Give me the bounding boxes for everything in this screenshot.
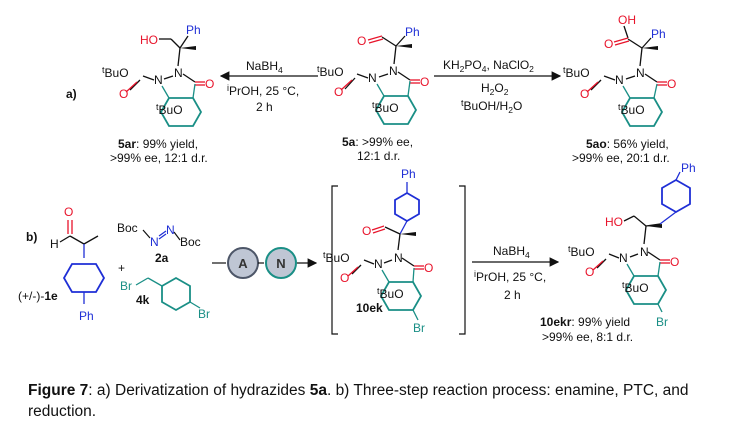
atom-o: O [340,271,349,285]
atom-o: O [585,265,594,279]
atom-o: O [205,77,214,91]
atom-br: Br [120,279,132,293]
solvent-tbuoh-h2o: tBuOH/H2O [461,98,522,115]
atom-n: N [640,245,649,259]
atom-o: O [424,261,433,275]
compound-5a: O Ph N N tBuO O O tBuO 5a: >99% ee, 12:1… [317,25,429,163]
atom-n: N [636,66,645,80]
atom-n: N [394,251,403,265]
tbuo-group: tBuO [323,250,350,265]
plus-sign: + [118,261,125,275]
bracket-right [459,185,466,335]
atom-n: N [174,66,183,80]
reagent-h2o2: H2O2 [481,81,509,97]
tbuo-group: tBuO [156,102,183,117]
arrow-reduction-a: NaBH4 iPrOH, 25 °C, 2 h [219,59,318,114]
atom-ph: Ph [681,161,696,175]
compound-5ar: HO Ph N N tBuO O O tBuO 5ar: 99% yield, … [102,23,214,165]
atom-br: Br [413,321,425,335]
part-b-label: b) [26,230,37,244]
atom-ph: Ph [186,23,201,37]
bracket-left [331,185,338,335]
atom-n: N [615,73,624,87]
tbuo-group: tBuO [618,102,645,117]
compound-label-4k: 4k [136,293,150,307]
compound-label-5ao: 5ao: 56% yield, [586,137,669,151]
figure-caption: Figure 7: a) Derivatization of hydrazide… [28,380,718,422]
atom-o: O [604,37,613,51]
caption-part1: : a) Derivatization of hydrazides [88,382,310,399]
tbuo-group: tBuO [622,280,649,295]
condition-line-1: iPrOH, 25 °C, [474,269,546,284]
atom-o: O [64,205,73,219]
atom-ho: HO [605,215,623,229]
atom-br: Br [656,315,668,329]
compound-label-10ekr: 10ekr: 99% yield [540,315,630,329]
atom-h: H [50,237,59,251]
atom-n: N [150,235,159,249]
circle-n-label: N [276,256,285,271]
caption-lead: Figure 7 [28,382,89,399]
condition-line-1: iPrOH, 25 °C, [227,83,299,98]
boc-left: Boc [117,221,138,235]
boc-right: Boc [180,235,201,249]
catalyst-circles: A N [212,247,318,279]
compound-desc-10ekr: >99% ee, 8:1 d.r. [542,330,633,344]
atom-o: O [119,87,128,101]
circle-a-label: A [238,256,248,271]
reagent-nabh4: NaBH4 [246,59,283,75]
compound-label-1e: (+/-)-1e [18,289,58,303]
compound-desc-5a: 12:1 d.r. [357,149,400,163]
atom-n: N [374,257,383,271]
part-a-label: a) [66,87,77,101]
atom-o: O [334,85,343,99]
tbuo-group: tBuO [372,100,399,115]
condition-line-2: 2 h [504,288,521,302]
tbuo-group: tBuO [563,65,590,80]
compound-10ek: Ph O N N tBuO O O tBuO Br 10ek [323,167,433,335]
reagent-nabh4: NaBH4 [493,244,530,260]
compound-desc-5ao: >99% ee, 20:1 d.r. [572,151,670,165]
atom-n: N [389,64,398,78]
atom-oh: OH [618,13,636,27]
compound-2a: Boc N N Boc 2a [117,221,201,265]
atom-ph: Ph [651,27,666,41]
atom-o: O [667,77,676,91]
atom-ph: Ph [401,167,416,181]
tbuo-group: tBuO [317,64,344,79]
arrow-reduction-b: NaBH4 iPrOH, 25 °C, 2 h [472,244,560,302]
reaction-scheme: a) O Ph N N tBuO O O tBuO 5a: >99% ee, [18,13,696,344]
atom-ph: Ph [405,25,420,39]
compound-label-5ar: 5ar: 99% yield, [118,137,198,151]
compound-label-2a: 2a [155,251,169,265]
caption-part2: . b) Three-step reaction process: enamin… [28,382,689,420]
atom-n: N [619,251,628,265]
atom-n: N [166,223,175,237]
atom-o: O [580,87,589,101]
atom-n: N [368,71,377,85]
compound-1e: O H Ph (+/-)-1e [18,205,106,323]
tbuo-group: tBuO [568,244,595,259]
arrow-oxidation-a: KH2PO4, NaClO2 H2O2 tBuOH/H2O [434,58,562,115]
atom-o: O [420,75,429,89]
compound-5ao: OH O Ph N N tBuO O O tBuO 5ao: 56% yield… [563,13,676,165]
compound-label-10ek: 10ek [356,301,383,315]
tbuo-group: tBuO [102,65,129,80]
atom-o: O [357,34,366,48]
compound-desc-5ar: >99% ee, 12:1 d.r. [110,151,208,165]
compound-10ekr: Ph HO N N tBuO O O tBuO Br 10ekr: 99% yi… [540,161,696,344]
compound-4k: Br Br 4k [120,276,210,321]
reagent-kh2po4-naclo2: KH2PO4, NaClO2 [443,58,534,74]
atom-n: N [154,73,163,87]
condition-line-2: 2 h [256,100,273,114]
tbuo-group: tBuO [377,286,404,301]
caption-bold-id: 5a [309,382,327,399]
atom-ph: Ph [79,309,94,323]
atom-br: Br [198,307,210,321]
atom-o: O [362,224,371,238]
atom-o: O [670,255,679,269]
atom-ho: HO [140,33,158,47]
compound-label-5a: 5a: >99% ee, [342,135,413,149]
